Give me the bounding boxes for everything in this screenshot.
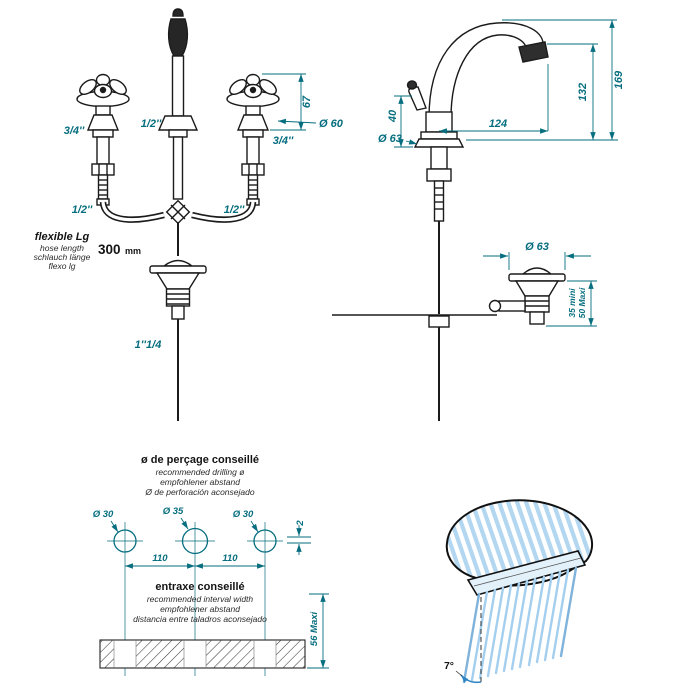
flexible-line-en: hose length [40,243,84,253]
spray-angle-label: 7° [444,660,454,672]
dim-diameter-60: Ø 60 [319,118,344,130]
side-view: 169 132 40 124 Ø 63 Ø 63 35 mini 50 Maxi [332,19,625,421]
flexible-line-es: flexo lg [49,261,76,271]
spacing-left-110: 110 [152,553,168,564]
dim-40: 40 [387,109,399,123]
dim-56-maxi: 56 Maxi [309,611,320,646]
counter-section [99,639,306,669]
aerator [466,550,587,596]
interval-title: entraxe conseillé [155,581,244,593]
water-spray [462,566,578,684]
drilling-title: ø de perçage conseillé [141,454,259,466]
flexible-line-de: schlauch länge [34,252,91,262]
hose-length-value: 300 [98,242,121,257]
interval-sub-de: empfohlener abstand [160,604,240,614]
size-left-12: 1/2'' [72,204,93,216]
dim-35-mini: 35 mini [567,288,577,318]
front-view: 67 Ø 60 3/4'' 1/2'' 3/4'' 1/2'' 1/2'' fl… [34,8,344,421]
drilling-sub-es: Ø de perforación aconsejado [144,487,254,497]
hole-2-diameter: Ø 35 [163,506,184,517]
flexible-hoses [99,201,257,223]
dim-diameter-63-base: Ø 63 [378,133,402,145]
size-left-34: 3/4'' [64,125,85,137]
hose-length-unit: mm [125,246,141,256]
spout-outline [445,499,594,587]
drilling-sub-en: recommended drilling ø [156,467,245,477]
drain-size: 1''1/4 [135,339,162,351]
drilling-sub-de: empfohlener abstand [160,477,240,487]
spacing-right-110: 110 [222,553,238,564]
side-dimensions [394,19,618,327]
angle-arc-arrow [460,674,482,684]
interval-sub-en: recommended interval width [147,594,254,604]
tee-fitting [165,199,191,256]
size-center-12: 1/2'' [141,118,162,130]
dim-50-maxi: 50 Maxi [577,287,587,318]
interval-sub-es: distancia entre taladros aconsejado [133,614,267,624]
dim-132: 132 [577,83,589,101]
front-dimensions [262,73,317,131]
popup-drain-side [488,267,566,325]
size-right-12: 1/2'' [224,204,245,216]
popup-drain-front [149,259,207,421]
size-right-34: 3/4'' [273,135,294,147]
spout-chrome-stripes [446,500,593,586]
dim-169: 169 [613,70,625,89]
spout-side [332,22,549,421]
drilling-diagram: ø de perçage conseillé recommended drill… [93,454,329,676]
hole-3-diameter: Ø 30 [233,509,254,520]
dim-2: 2 [295,520,306,527]
dim-67: 67 [301,95,313,108]
left-cross-handle [76,73,130,206]
hole-1-diameter: Ø 30 [93,509,114,520]
dim-diameter-63-drain: Ø 63 [525,241,549,253]
flexible-title: flexible Lg [35,231,90,243]
angle-leader [455,670,463,677]
center-spout-front [157,8,199,200]
dim-124: 124 [489,118,507,130]
right-cross-handle [226,73,280,206]
spray-illustration: 7° [444,499,594,684]
